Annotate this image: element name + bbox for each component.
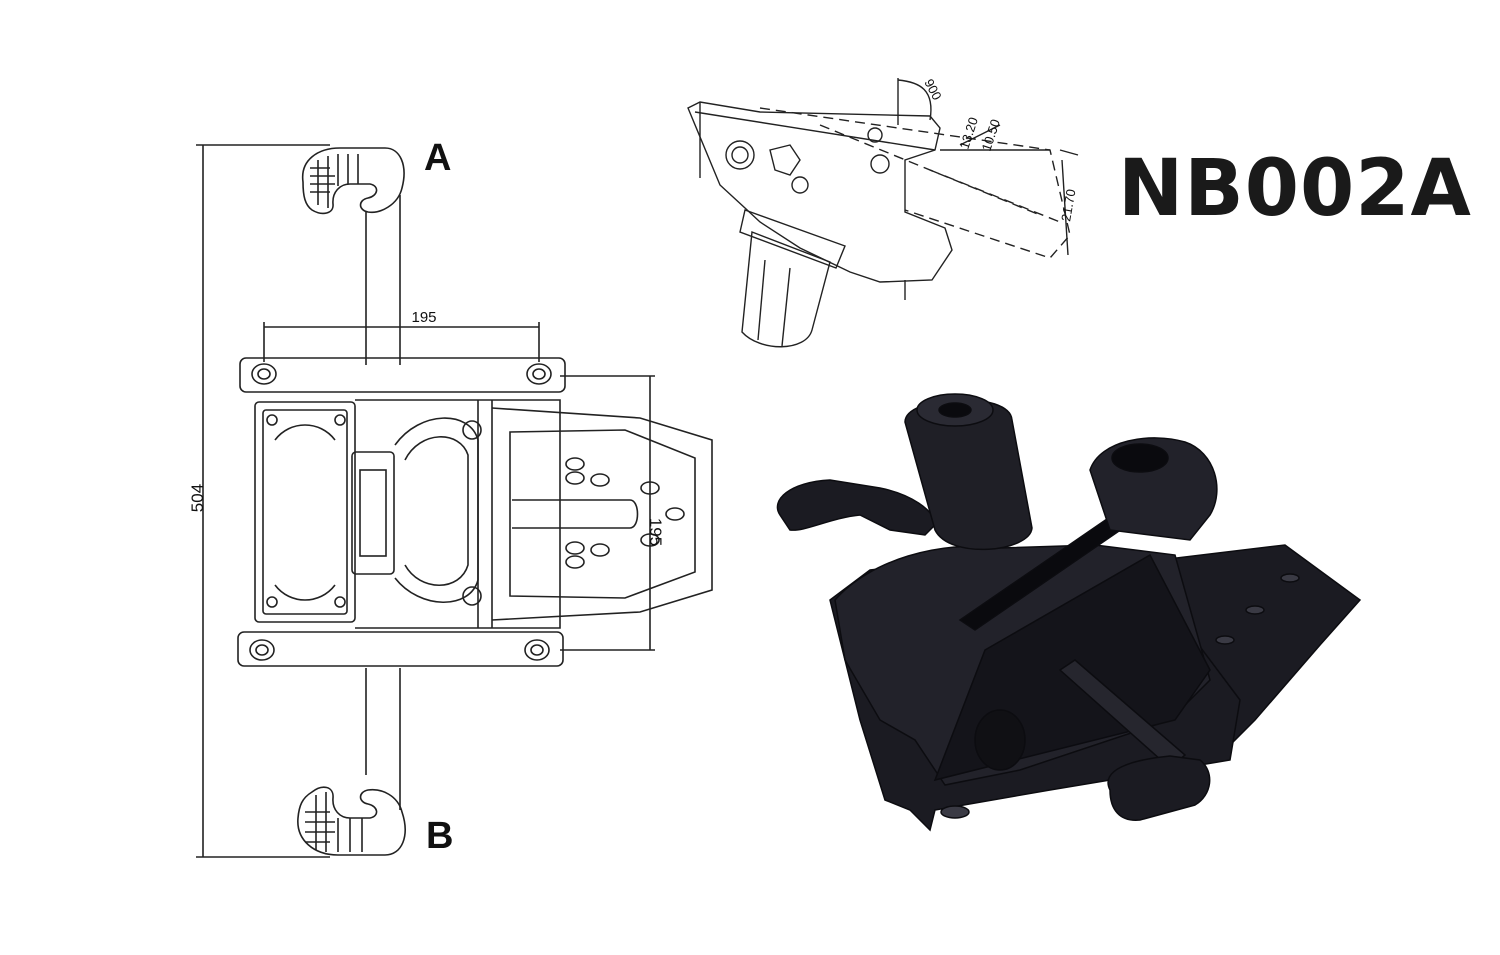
dimension-504-label: 504 <box>188 484 207 512</box>
handle-a <box>301 147 405 365</box>
bottom-bracket <box>237 631 564 667</box>
dimension-504 <box>196 144 330 858</box>
seat-plate <box>491 407 713 621</box>
top-bracket <box>239 357 566 393</box>
dimension-21-70-label: 21.70 <box>1058 188 1078 223</box>
label-a: A <box>424 137 451 179</box>
dimension-195-horizontal <box>263 322 540 362</box>
label-b: B <box>426 815 453 857</box>
model-number: NB002A <box>1118 144 1472 234</box>
top-view-drawing <box>196 144 713 858</box>
side-view-drawing <box>687 78 1079 348</box>
product-photo <box>776 393 1362 832</box>
dimension-10-50-label: 10.50 <box>979 117 1003 153</box>
dimension-13-20-label: 13.20 <box>957 115 981 151</box>
mechanism-housing <box>254 399 561 629</box>
dimension-195-side-label: 195 <box>646 518 665 546</box>
handle-b <box>297 668 406 856</box>
angle-900-label: 900 <box>921 76 944 102</box>
dimension-195-vertical <box>560 375 655 651</box>
dimension-195-top-label: 195 <box>411 309 436 326</box>
